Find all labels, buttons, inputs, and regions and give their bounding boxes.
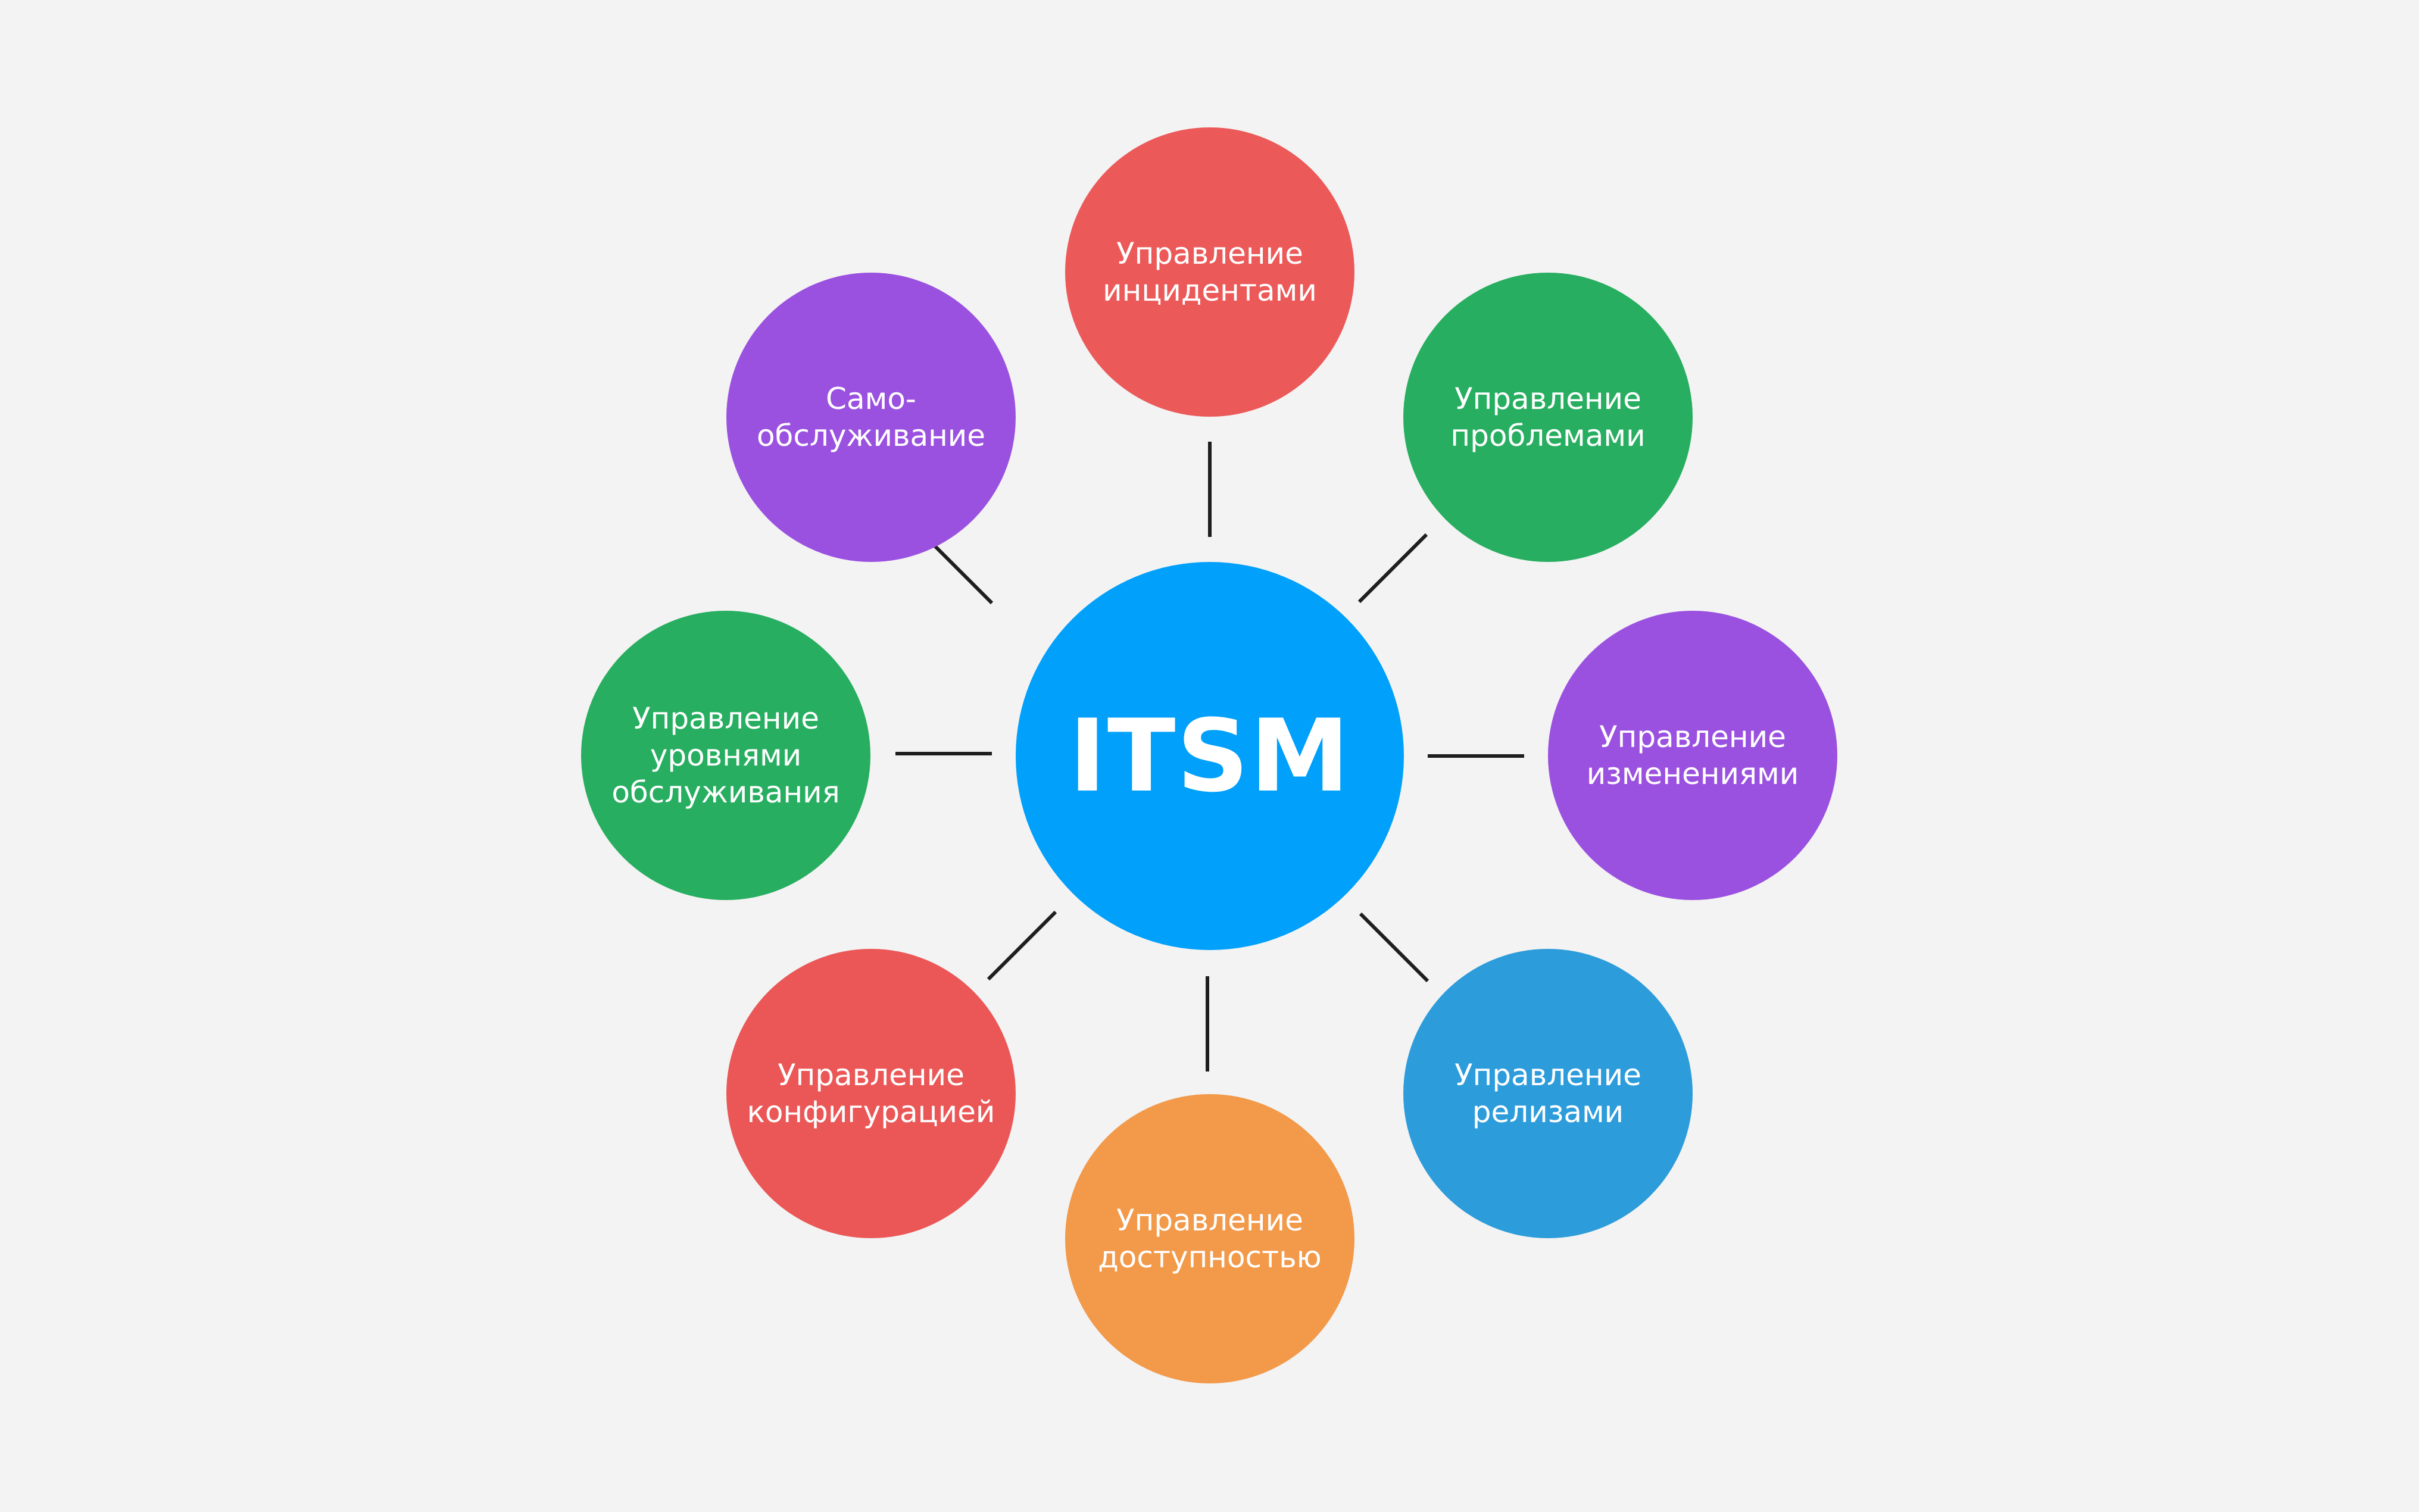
node-incident-management: Управление инцидентами (1065, 127, 1354, 417)
hub-label: ITSM (1069, 698, 1351, 814)
node-availability-management: Управление доступностью (1065, 1094, 1354, 1383)
node-label: Управление конфигурацией (747, 1058, 995, 1129)
node-label: Управление уровнями обслуживания (611, 701, 840, 810)
node-label: Управление доступностью (1098, 1203, 1322, 1274)
connector-release-management (1359, 912, 1429, 983)
node-label: Управление изменениями (1586, 720, 1799, 791)
node-problem-management: Управление проблемами (1403, 273, 1693, 562)
connector-self-service (923, 534, 994, 605)
hub-itsm: ITSM (1016, 562, 1404, 950)
connector-problem-management (1357, 533, 1428, 604)
node-label: Само- обслуживание (756, 382, 986, 453)
node-label: Управление инцидентами (1103, 236, 1317, 308)
node-self-service: Само- обслуживание (726, 273, 1016, 562)
node-service-level-management: Управление уровнями обслуживания (581, 611, 870, 900)
node-label: Управление проблемами (1450, 382, 1646, 453)
node-configuration-management: Управление конфигурацией (726, 949, 1016, 1238)
node-change-management: Управление изменениями (1548, 611, 1837, 900)
node-release-management: Управление релизами (1403, 949, 1693, 1238)
connector-configuration-management (987, 910, 1057, 981)
node-label: Управление релизами (1454, 1058, 1641, 1129)
